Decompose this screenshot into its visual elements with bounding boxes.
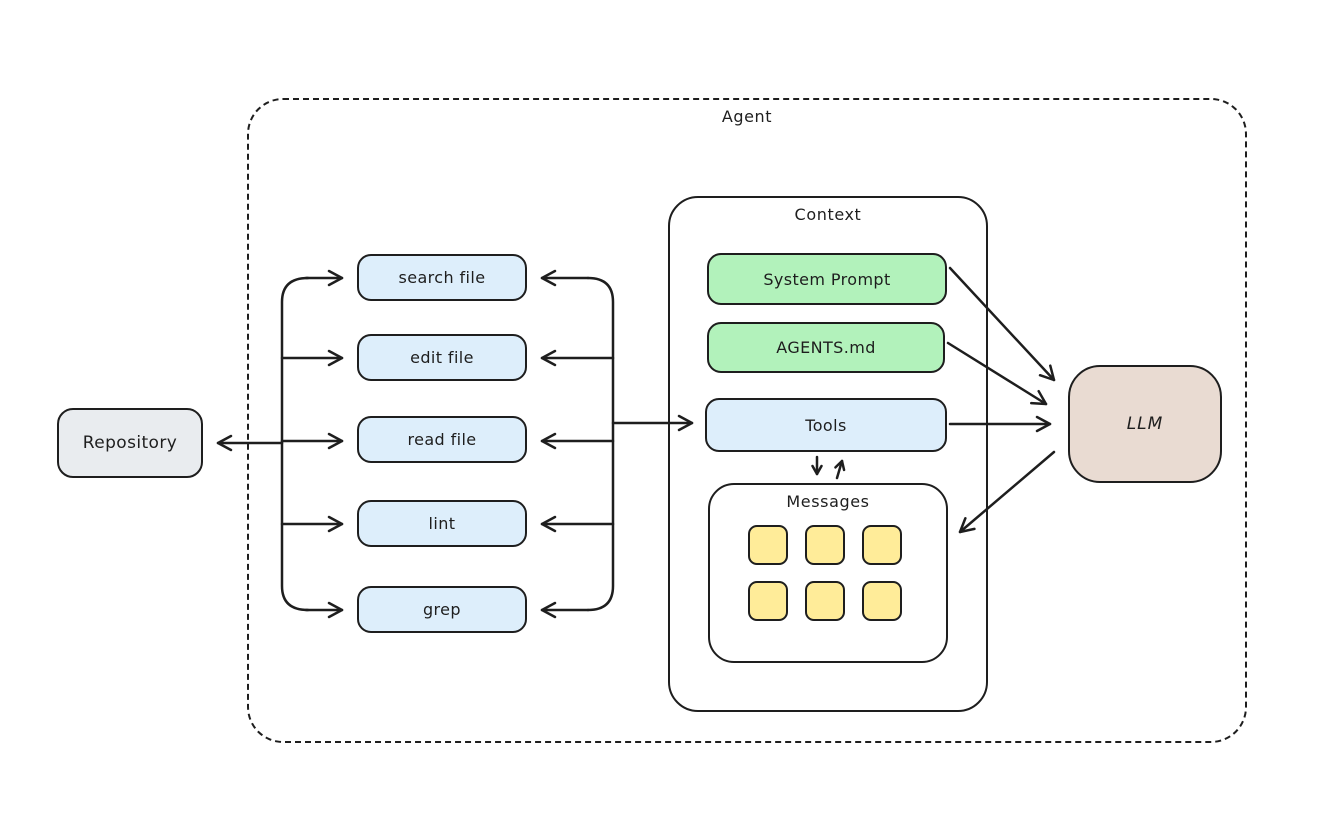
- context-label: Context: [794, 205, 862, 224]
- tool-label: edit file: [410, 348, 474, 367]
- tool-label: grep: [423, 600, 461, 619]
- agents-md-label: AGENTS.md: [776, 338, 876, 357]
- tool-node-grep: grep: [357, 586, 527, 633]
- message-square: [748, 581, 788, 621]
- message-square: [862, 581, 902, 621]
- messages-container: Messages: [708, 483, 948, 663]
- message-square: [748, 525, 788, 565]
- tool-label: read file: [407, 430, 477, 449]
- tool-node-lint: lint: [357, 500, 527, 547]
- tool-node-edit-file: edit file: [357, 334, 527, 381]
- messages-label: Messages: [786, 492, 870, 511]
- tools-label: Tools: [805, 415, 847, 435]
- tools-node: Tools: [705, 398, 947, 452]
- tool-node-read-file: read file: [357, 416, 527, 463]
- messages-grid: [748, 525, 902, 621]
- tool-label: lint: [428, 514, 456, 533]
- repository-node: Repository: [57, 408, 203, 478]
- system-prompt-node: System Prompt: [707, 253, 947, 305]
- llm-label: LLM: [1126, 414, 1164, 434]
- message-square: [862, 525, 902, 565]
- tool-node-search-file: search file: [357, 254, 527, 301]
- tool-label: search file: [398, 268, 486, 287]
- message-square: [805, 525, 845, 565]
- message-square: [805, 581, 845, 621]
- agent-container: Agent: [247, 98, 1247, 743]
- repository-label: Repository: [82, 433, 178, 453]
- agents-md-node: AGENTS.md: [707, 322, 945, 373]
- system-prompt-label: System Prompt: [763, 269, 891, 289]
- agent-label: Agent: [721, 107, 773, 126]
- llm-node: LLM: [1068, 365, 1222, 483]
